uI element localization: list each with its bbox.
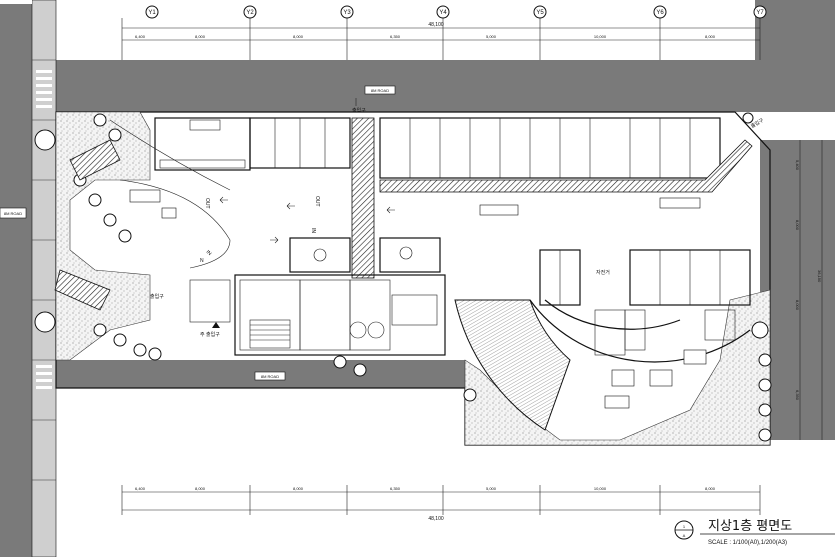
- crosswalk-left: [36, 70, 52, 389]
- sheet-id: A: [683, 533, 686, 538]
- grid-bubble-y1: Y1: [145, 5, 159, 19]
- label-out-1: OUT: [204, 198, 210, 209]
- dim-bottom-4: 5,000: [486, 486, 497, 491]
- grid-label-y1: Y1: [148, 10, 156, 16]
- dim-top-5: 10,000: [594, 34, 607, 39]
- parking-row-top: [249, 117, 721, 179]
- dim-bottom-total: 48,100: [428, 516, 444, 522]
- dim-top-0: 6,400: [135, 34, 146, 39]
- dim-bottom-1: 8,000: [195, 486, 206, 491]
- label-entrance-top: 출입구: [352, 107, 366, 114]
- label-in-1: IN: [310, 228, 316, 233]
- curved-wall-outer: [529, 299, 751, 363]
- sidewalk-pattern: [32, 59, 56, 481]
- accessible-parking-2: [379, 237, 441, 273]
- dim-top-4: 5,000: [486, 34, 497, 39]
- grid-bubble-y5: Y5: [533, 5, 547, 19]
- title-block: 1 A 지상1층 평면도 SCALE : 1/100(A0),1/200(A3): [674, 519, 835, 546]
- road-top-right: [755, 0, 835, 112]
- label-bicycle: 자전거: [596, 269, 610, 276]
- dim-bottom-0: 6,400: [135, 486, 146, 491]
- road-top: [55, 60, 755, 112]
- grid-bubble-y3: Y3: [340, 5, 354, 19]
- accessible-parking-1: [289, 237, 351, 273]
- curved-wall-inner: [544, 299, 681, 330]
- dim-right-3: 6,350: [795, 390, 800, 401]
- dim-right-2: 8,000: [795, 300, 800, 311]
- entrance-marker-icon: [212, 322, 220, 328]
- grid-label-y2: Y2: [246, 10, 254, 16]
- label-entrance-main: 주 출입구: [200, 331, 220, 338]
- dim-top-3: 6,350: [390, 34, 401, 39]
- grid-axes-top: Y1 Y2 Y3 Y4 Y5 Y6 Y7 48,100 6,400 8,000 …: [121, 5, 767, 60]
- building-lower: [234, 274, 446, 356]
- parking-row-right: [539, 249, 751, 306]
- dims-right: 5,400 8,000 8,000 6,350 36,150: [795, 140, 823, 440]
- grid-label-y4: Y4: [439, 10, 447, 16]
- road-left-band: [0, 0, 32, 557]
- dim-right-1: 8,000: [795, 220, 800, 231]
- ramp-left-top: [69, 139, 121, 181]
- sidewalk-left: [31, 0, 57, 557]
- dim-bottom-3: 6,350: [390, 486, 401, 491]
- dim-bottom-5: 10,000: [594, 486, 607, 491]
- grid-label-y5: Y5: [536, 10, 544, 16]
- dim-right-0: 5,400: [795, 160, 800, 171]
- ramp-curved: [454, 299, 571, 431]
- label-in-2: IN: [205, 249, 213, 257]
- walkway-vertical: [351, 117, 375, 279]
- grid-bubble-y6: Y6: [653, 5, 667, 19]
- grid-label-y3: Y3: [343, 10, 351, 16]
- ramp-left-bottom: [54, 269, 111, 311]
- dim-top-total: 48,100: [428, 22, 444, 28]
- drawing-title: 지상1층 평면도: [708, 519, 792, 534]
- site-boundary: [55, 111, 771, 446]
- road-label-bottom: 8M ROAD: [261, 374, 279, 379]
- trees: [34, 112, 772, 442]
- drawing-number: 1: [683, 524, 686, 529]
- grid-bubble-y7: Y7: [753, 5, 767, 19]
- label-entrance-left-1: 출입구: [150, 293, 164, 300]
- road-right: [760, 140, 835, 440]
- grid-bubble-y4: Y4: [436, 5, 450, 19]
- grid-label-y6: Y6: [656, 10, 664, 16]
- dim-top-2: 8,000: [293, 34, 304, 39]
- walkway-horizontal: [379, 139, 753, 193]
- dim-top-1: 8,000: [195, 34, 206, 39]
- building-top-left: [154, 117, 251, 171]
- dim-bottom-2: 8,000: [293, 486, 304, 491]
- dims-bottom: 6,400 8,000 8,000 6,350 5,000 10,000 8,0…: [121, 485, 761, 522]
- dim-top-6: 8,000: [705, 34, 716, 39]
- drawing-scale: SCALE : 1/100(A0),1/200(A3): [708, 540, 787, 546]
- label-north: N: [200, 258, 204, 264]
- road-label-left: 8M ROAD: [4, 211, 22, 216]
- dim-right-total: 36,150: [817, 270, 822, 283]
- dim-bottom-6: 8,000: [705, 486, 716, 491]
- label-out-2: OUT: [314, 196, 320, 207]
- grid-label-y7: Y7: [756, 10, 764, 16]
- grid-bubble-y2: Y2: [243, 5, 257, 19]
- road-label-top: 8M ROAD: [371, 88, 389, 93]
